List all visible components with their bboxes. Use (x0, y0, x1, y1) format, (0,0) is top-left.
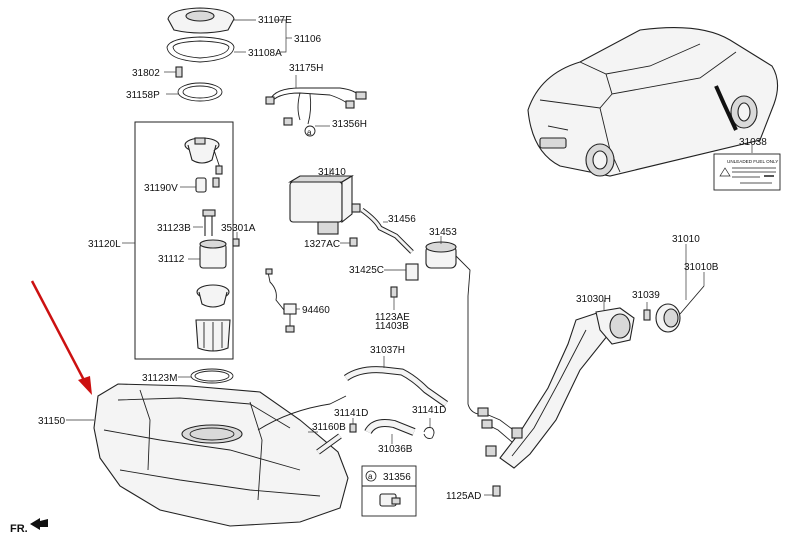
label-31425C: 31425C (349, 265, 384, 276)
warning-triangle-icon (719, 167, 731, 177)
bracket-31106: 31106 (274, 19, 322, 53)
label-31158P: 31158P (126, 90, 160, 101)
forward-arrow-icon (30, 518, 48, 530)
label-31141D-right: 31141D (412, 405, 446, 416)
screw-31802[interactable]: 31802 (132, 66, 183, 79)
filler-neck-31030H[interactable]: 31030H (477, 294, 635, 469)
canister-31410[interactable]: 31410 (288, 167, 361, 235)
vent-hose-31456[interactable]: 31456 (360, 207, 416, 254)
fuel-pump-31112[interactable]: 31112 (158, 239, 227, 269)
label-1327AC: 1327AC (304, 239, 340, 250)
lock-ring-31158P[interactable]: 31158P (126, 82, 223, 102)
label-31150: 31150 (38, 416, 66, 427)
fr-label: FR. (10, 523, 28, 535)
label-31038: 31038 (739, 137, 767, 148)
fuel-pressure-regulator-31190V[interactable]: 31190V (144, 177, 220, 194)
label-94460: 94460 (302, 305, 330, 316)
sender-94460[interactable]: 94460 (265, 268, 330, 333)
label-31190V: 31190V (144, 183, 178, 194)
vapor-line (467, 296, 486, 415)
filter-31123B[interactable]: 31123B (157, 209, 216, 236)
label-31802: 31802 (132, 68, 160, 79)
label-1125AD: 1125AD (446, 491, 481, 502)
fuel-label-text: UNLEADED FUEL ONLY (727, 159, 778, 164)
label-31120L: 31120L (88, 239, 121, 250)
filter-31453[interactable]: 31453 (425, 227, 471, 297)
fuel-tank-31150[interactable]: 31150 (38, 383, 349, 527)
label-31108A: 31108A (248, 48, 282, 59)
label-31410: 31410 (318, 167, 346, 178)
fuel-strainer (195, 319, 231, 352)
tether-31010B[interactable]: 31010B (684, 262, 719, 286)
label-31175H: 31175H (289, 63, 323, 74)
label-31037H: 31037H (370, 345, 405, 356)
clip-31141D-right[interactable]: 31141D (412, 405, 446, 439)
callout-box-marker: a (368, 472, 373, 481)
pump-flange (184, 137, 223, 175)
label-31456: 31456 (388, 214, 416, 225)
label-31112: 31112 (158, 254, 185, 265)
pump-bracket (196, 284, 230, 308)
label-31141D-left: 31141D (334, 408, 368, 419)
label-1123AE: 1123AE (375, 312, 410, 323)
fuel-cap-31010[interactable]: 31010 (655, 234, 705, 333)
pump-cover-31107E[interactable]: 31107E (167, 7, 292, 34)
label-31356: 31356 (383, 472, 411, 483)
wiring-31175H[interactable]: 31175H (265, 63, 367, 126)
hose-31037H[interactable]: 31037H (343, 345, 449, 407)
fuel-label-31038[interactable]: 31038 UNLEADED FUEL ONLY (713, 137, 781, 191)
label-35301A: 35301A (221, 223, 256, 234)
label-31010B: 31010B (684, 262, 719, 273)
bracket-31425C[interactable]: 31425C (349, 263, 419, 281)
gasket-31108A[interactable]: 31108A (166, 36, 282, 63)
label-11403B: 11403B (375, 321, 409, 332)
hose-31036B[interactable]: 31036B (364, 419, 416, 455)
bolt-1125AD[interactable]: 1125AD (446, 485, 501, 502)
label-31123B: 31123B (157, 223, 191, 234)
callout-box-31356[interactable]: a 31356 (361, 465, 417, 517)
label-31036B: 31036B (378, 444, 413, 455)
label-31123M: 31123M (142, 373, 177, 384)
label-31453: 31453 (429, 227, 457, 238)
label-31030H: 31030H (576, 294, 611, 305)
label-31039: 31039 (632, 290, 660, 301)
label-31107E: 31107E (258, 15, 292, 26)
label-31106: 31106 (294, 34, 322, 45)
hose-31160B[interactable]: 31160B (308, 422, 346, 455)
bolt-1327AC[interactable]: 1327AC (304, 237, 358, 250)
clip-31141D-left[interactable]: 31141D (334, 408, 368, 433)
bolt-1123AE[interactable]: 1123AE 11403B (375, 286, 410, 332)
label-31010: 31010 (672, 234, 700, 245)
sender-35301A[interactable]: 35301A (221, 223, 256, 247)
gasket-31123M[interactable]: 31123M (142, 368, 234, 384)
callout-a-marker: a (307, 128, 312, 137)
label-31356H: 31356H (332, 119, 367, 130)
tank-vent-line (257, 395, 347, 431)
harness-clip-31356H[interactable]: a 31356H (304, 119, 367, 137)
forward-orientation: FR. (10, 518, 48, 535)
label-31160B: 31160B (312, 422, 346, 433)
screw-31039[interactable]: 31039 (632, 290, 660, 321)
red-pointer-arrow-icon (30, 280, 92, 395)
car-icon (527, 26, 779, 177)
